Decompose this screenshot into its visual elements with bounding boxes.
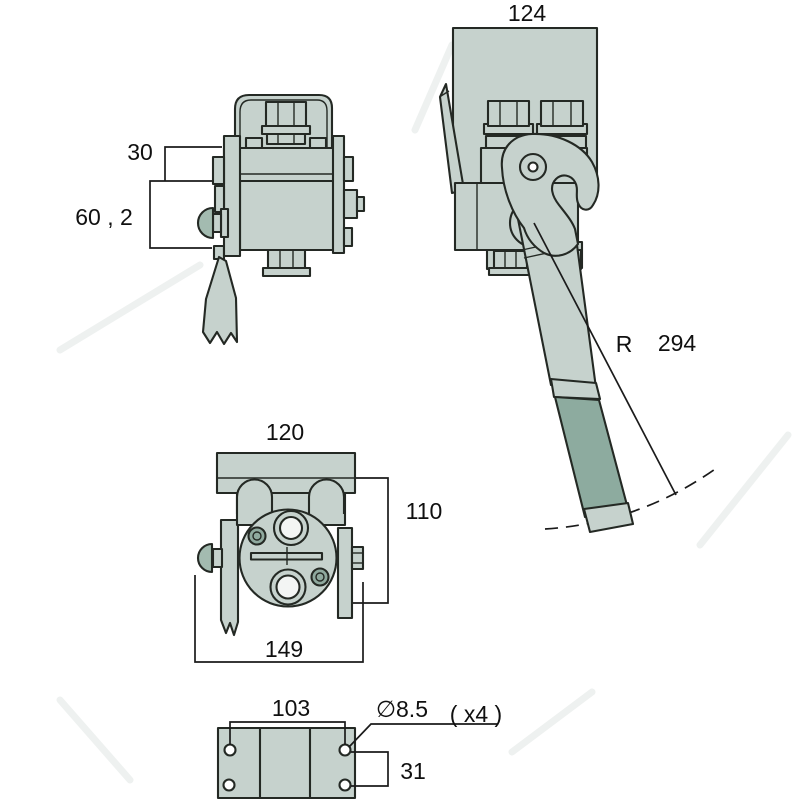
front-left-flange xyxy=(219,518,240,637)
watermark-marks xyxy=(56,41,792,784)
dim-120-label: 120 xyxy=(266,419,304,445)
bolt-upper-left xyxy=(247,526,267,546)
side-body xyxy=(222,134,346,258)
dim-103-label: 103 xyxy=(272,695,310,721)
plate-bolts xyxy=(482,99,589,150)
side-view: 30 60 , 2 xyxy=(75,93,366,346)
hole-count-label: ( x4 ) xyxy=(450,701,502,727)
radius-prefix-label: R xyxy=(616,331,633,357)
side-bottom-bolt xyxy=(261,248,312,278)
handle-grip xyxy=(549,377,635,534)
side-left-fittings xyxy=(197,155,230,240)
dim-110-label: 110 xyxy=(406,498,443,524)
side-right-fittings xyxy=(342,155,366,248)
bracket-bolt xyxy=(244,100,328,150)
dim-60-2-label: 60 , 2 xyxy=(75,204,133,230)
front-right-flange xyxy=(336,526,365,620)
lever-view: 124 R 294 xyxy=(438,0,719,534)
front-dimension-lines xyxy=(194,477,389,663)
front-knob xyxy=(197,542,224,574)
front-circular-body xyxy=(238,508,338,608)
side-dimension-lines xyxy=(149,146,223,249)
pointer-pin xyxy=(438,82,466,195)
mounting-view: 103 ∅8.5 ( x4 ) 31 xyxy=(216,695,502,800)
front-view: 120 110 149 xyxy=(194,419,443,663)
dim-31-label: 31 xyxy=(400,758,426,784)
dim-149-label: 149 xyxy=(265,636,303,662)
dim-30-label: 30 xyxy=(127,139,153,165)
radius-value-label: 294 xyxy=(658,330,697,356)
mounting-dimension-lines xyxy=(229,721,498,787)
mounting-plate xyxy=(216,726,357,800)
mounting-holes xyxy=(222,743,352,792)
hole-diameter-label: ∅8.5 xyxy=(376,696,428,722)
hook-cam xyxy=(500,132,600,257)
dim-124-label: 124 xyxy=(508,0,547,26)
swing-arc xyxy=(544,466,719,530)
bolt-lower-right xyxy=(310,567,330,587)
strap xyxy=(201,244,239,346)
radius-line xyxy=(533,222,677,496)
